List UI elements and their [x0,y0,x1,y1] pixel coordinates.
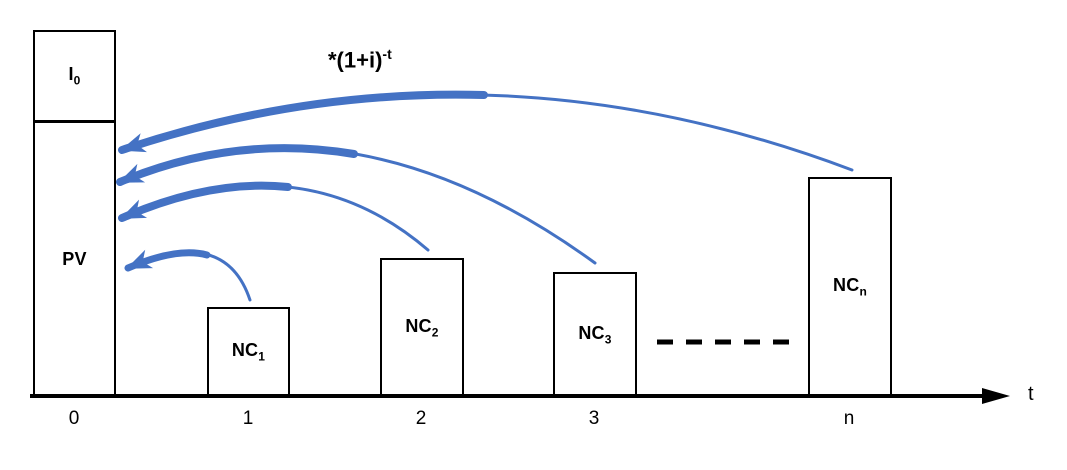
ncn-sub: n [859,284,867,299]
discount-arrow-nc2 [118,181,430,252]
discount-formula-base: *(1+i) [328,47,383,73]
discount-formula-label: *(1+i)-t [328,46,392,73]
axis-tick-n: n [843,408,855,429]
discount-arrow-nc1 [124,249,252,302]
nc3-base: NC [578,322,605,343]
cashflow-label-1: NC1 [232,340,265,364]
i0-sub: 0 [73,73,81,88]
discount-formula-exponent: -t [382,46,392,62]
ncn-base: NC [833,275,860,296]
investment-pv-box: I0 PV [33,30,116,397]
nc2-base: NC [405,315,432,336]
time-axis-label: t [1028,383,1034,405]
nc1-sub: 1 [258,349,266,364]
time-axis-arrowhead-icon [982,388,1010,404]
axis-tick-1: 1 [242,408,254,429]
discount-arrow-ncn [118,90,854,172]
present-value-label: PV [62,248,87,269]
axis-tick-0: 0 [68,408,80,429]
nc2-sub: 2 [431,325,439,340]
cashflow-label-3: NC3 [578,323,611,347]
initial-investment-section: I0 [35,32,114,123]
initial-investment-label: I0 [68,64,80,88]
cashflow-box-1: NC1 [207,307,290,397]
nc3-sub: 3 [604,332,612,347]
axis-tick-2: 2 [415,408,427,429]
present-value-section: PV [35,123,114,395]
nc1-base: NC [231,340,259,361]
i0-base: I [68,64,74,85]
cashflow-box-3: NC3 [553,272,637,397]
cashflow-box-n: NCn [808,177,892,397]
cashflow-label-2: NC2 [405,316,438,340]
axis-tick-3: 3 [588,408,600,429]
cashflow-label-n: NCn [833,275,867,299]
cashflow-box-2: NC2 [380,258,464,397]
discount-arrow-nc3 [116,144,597,265]
